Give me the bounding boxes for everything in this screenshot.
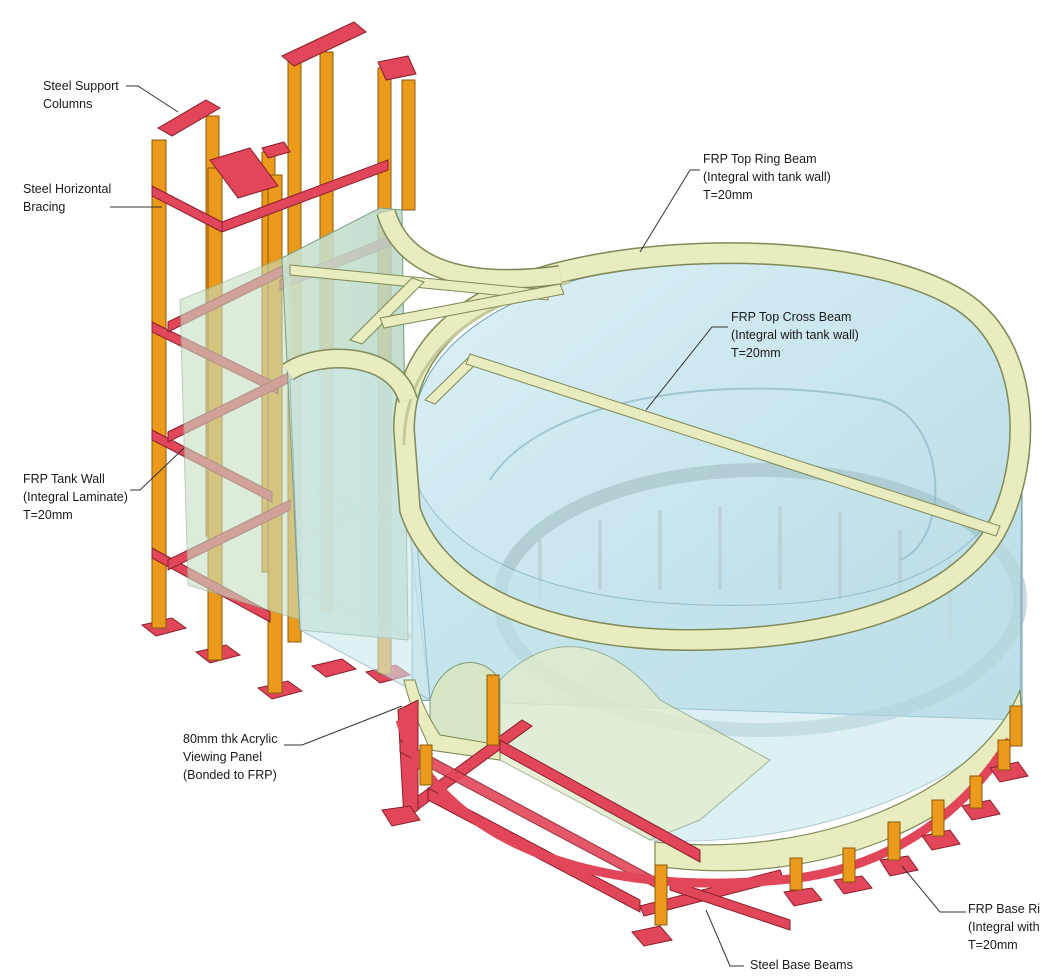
leader-acrylic-panel — [284, 705, 403, 746]
label-line: (Bonded to FRP) — [183, 768, 277, 782]
label-frp-top-ring-beam: FRP Top Ring Beam (Integral with tank wa… — [703, 150, 831, 204]
frp-top-ring-beam — [282, 208, 1032, 652]
label-line: T=20mm — [731, 346, 781, 360]
steel-base-beams — [381, 674, 1029, 947]
label-line: (Integral with — [968, 920, 1040, 934]
label-line: Columns — [43, 97, 93, 111]
label-line: FRP Top Cross Beam — [731, 310, 852, 324]
label-line: T=20mm — [968, 938, 1018, 952]
column-caps — [157, 21, 417, 199]
label-line: Viewing Panel — [183, 750, 262, 764]
label-line: T=20mm — [703, 188, 753, 202]
leader-steel-columns — [126, 85, 179, 113]
leader-base-beams — [705, 909, 744, 967]
label-steel-base-beams: Steel Base Beams — [750, 956, 853, 974]
label-line: Steel Horizontal — [23, 182, 112, 196]
label-line: FRP Base Ri — [968, 902, 1041, 916]
label-line: (Integral with tank wall) — [703, 170, 831, 184]
label-line: Steel Support — [43, 79, 119, 93]
label-frp-top-cross-beam: FRP Top Cross Beam (Integral with tank w… — [731, 308, 859, 362]
label-acrylic-viewing-panel: 80mm thk Acrylic Viewing Panel (Bonded t… — [183, 730, 277, 784]
leader-top-ring-beam — [639, 169, 700, 253]
label-line: (Integral Laminate) — [23, 490, 128, 504]
leader-tank-wall — [130, 447, 185, 491]
label-steel-horizontal-bracing: Steel Horizontal Bracing — [23, 180, 111, 216]
base-posts — [419, 674, 1023, 926]
label-frp-tank-wall: FRP Tank Wall (Integral Laminate) T=20mm — [23, 470, 128, 524]
label-line: Steel Base Beams — [750, 958, 853, 972]
leader-lines — [110, 85, 966, 967]
label-line: FRP Tank Wall — [23, 472, 105, 486]
label-line: (Integral with tank wall) — [731, 328, 859, 342]
label-line: 80mm thk Acrylic — [183, 732, 278, 746]
label-line: FRP Top Ring Beam — [703, 152, 817, 166]
acrylic-viewing-panel — [429, 646, 771, 841]
label-line: T=20mm — [23, 508, 73, 522]
label-line: Bracing — [23, 200, 66, 214]
leader-top-cross-beam — [645, 326, 728, 411]
frp-top-cross-beam — [289, 264, 1001, 537]
label-frp-base-ring: FRP Base Ri (Integral with T=20mm — [968, 900, 1040, 954]
leader-base-ring — [901, 865, 966, 913]
label-steel-support-columns: Steel Support Columns — [43, 77, 119, 113]
